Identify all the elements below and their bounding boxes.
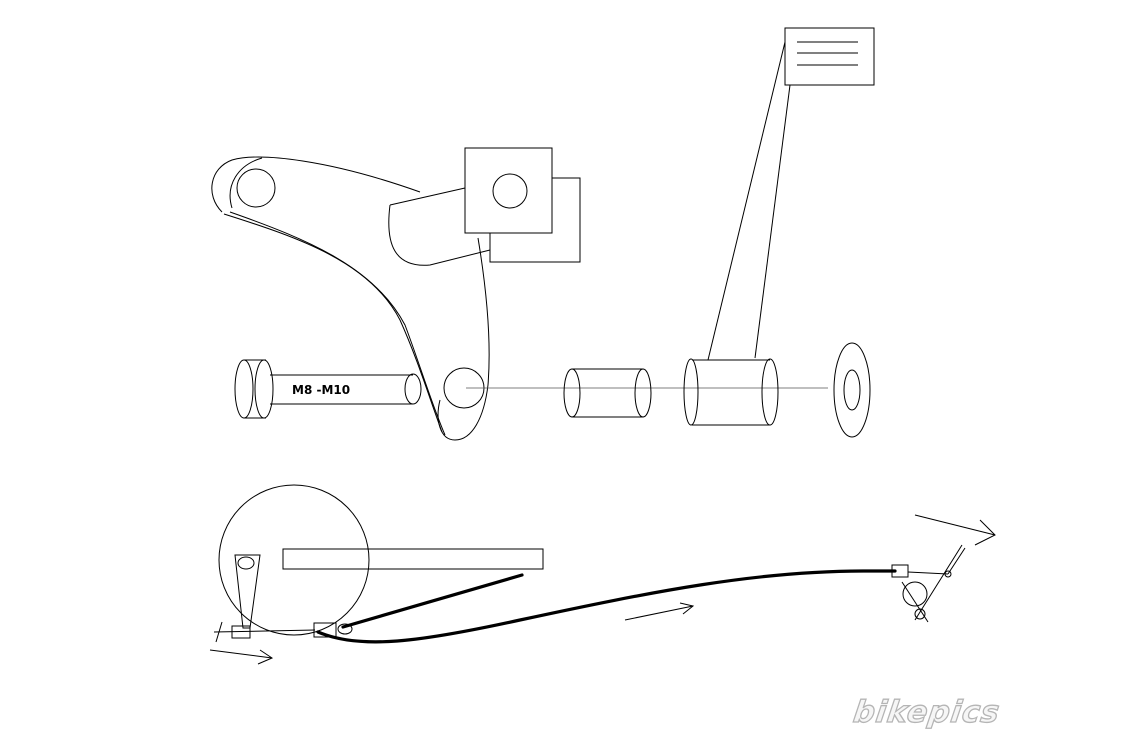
foot-pedal — [784, 27, 875, 86]
washer — [833, 342, 871, 438]
bolt: M8 -M10 — [234, 359, 422, 419]
lever-arm — [683, 41, 791, 426]
direction-arrow-middle — [624, 602, 695, 621]
stay-rod — [341, 573, 524, 629]
spacer-bushing — [563, 368, 652, 418]
bolt-size-label: M8 -M10 — [292, 383, 350, 397]
wheel-hub — [218, 484, 370, 636]
cable-anchor — [313, 622, 353, 638]
direction-arrow-top-right — [914, 514, 996, 546]
pedal-end-linkage — [891, 544, 966, 623]
brake-lever-linkage — [209, 554, 316, 665]
top-mount-hole — [236, 168, 276, 208]
square-mount-blocks — [464, 147, 581, 263]
swingarm-bar — [282, 548, 544, 570]
watermark-logo: bikepics — [851, 695, 1002, 730]
hanger-bracket — [211, 156, 491, 441]
brake-cable — [316, 569, 897, 644]
block-hole — [492, 173, 528, 209]
